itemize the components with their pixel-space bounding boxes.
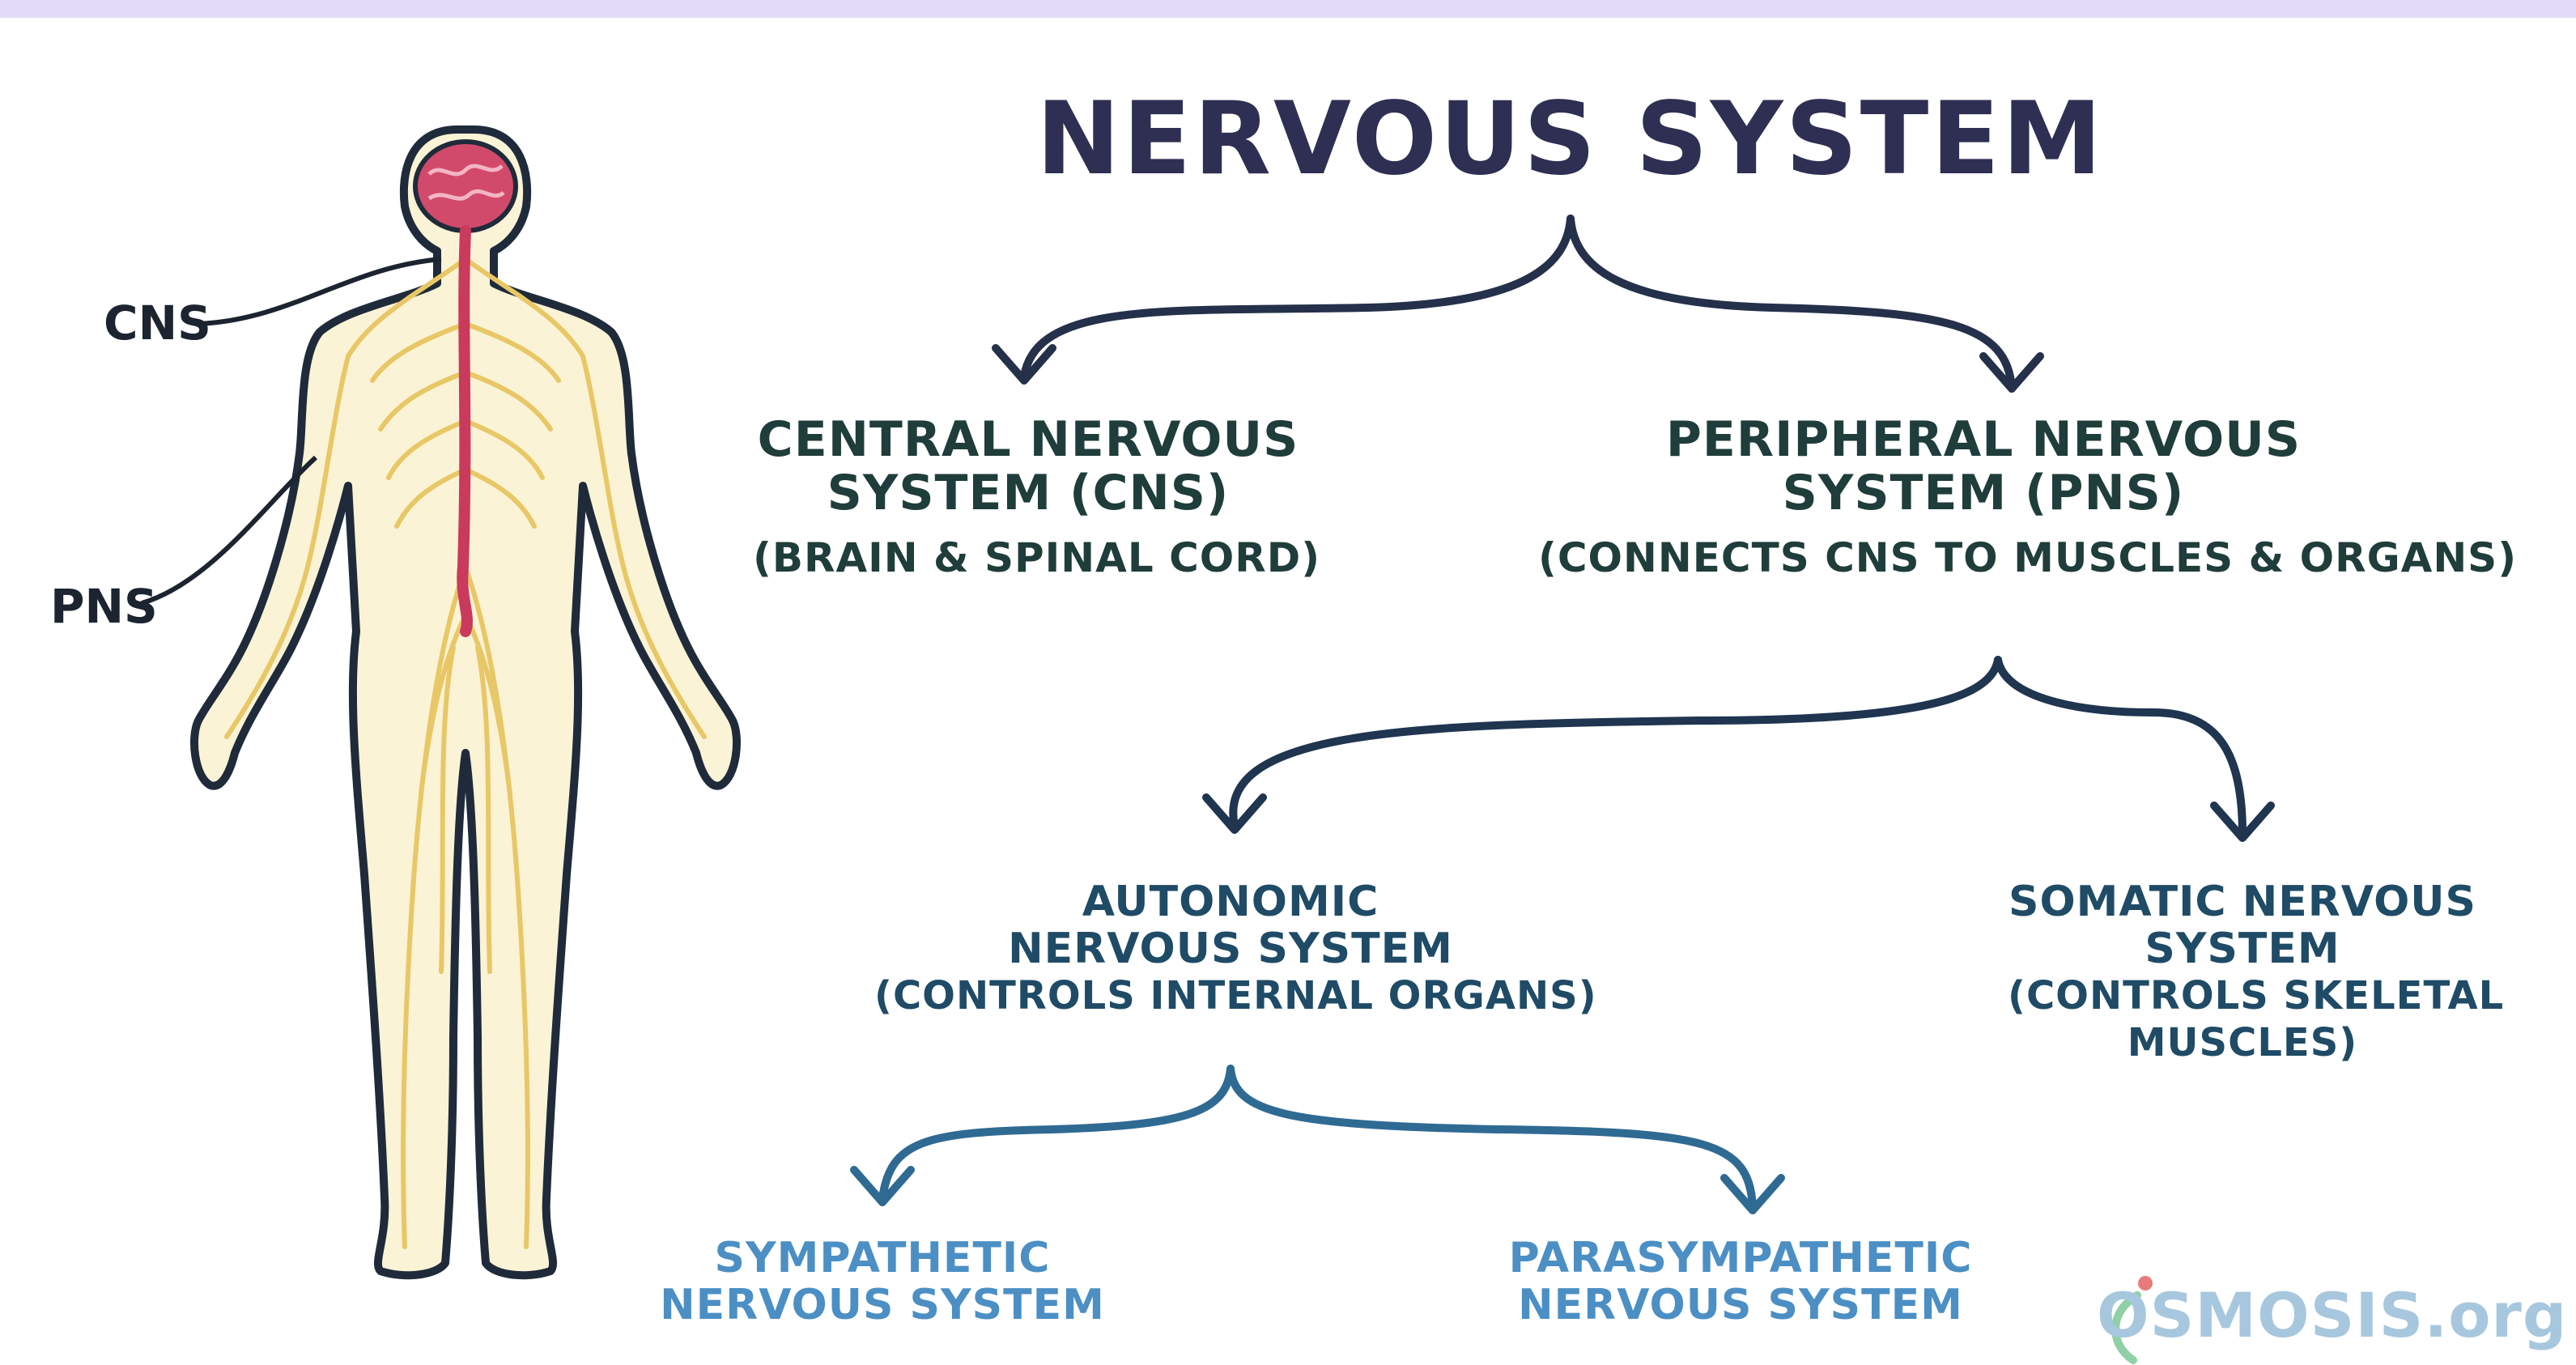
diagram-title: NERVOUS SYSTEM bbox=[1036, 81, 2040, 198]
cns-description: (BRAIN & SPINAL CORD) bbox=[753, 531, 1303, 585]
sympathetic-box: SYMPATHETIC NERVOUS SYSTEM bbox=[648, 1235, 1117, 1329]
autonomic-brace-arrow bbox=[854, 1069, 1781, 1210]
parasympathetic-line2: NERVOUS SYSTEM bbox=[1506, 1282, 1975, 1329]
autonomic-name-line2: NERVOUS SYSTEM bbox=[874, 925, 1587, 972]
somatic-box: SOMATIC NERVOUS SYSTEM (CONTROLS SKELETA… bbox=[2008, 878, 2477, 1066]
somatic-description-line2: MUSCLES) bbox=[2008, 1019, 2477, 1066]
pns-name-line1: PERIPHERAL NERVOUS bbox=[1538, 413, 2429, 466]
autonomic-description: (CONTROLS INTERNAL ORGANS) bbox=[874, 972, 1587, 1019]
title-brace-arrow bbox=[996, 219, 2040, 389]
cns-box: CENTRAL NERVOUS SYSTEM (CNS) (BRAIN & SP… bbox=[753, 413, 1303, 585]
osmosis-brand: OSMOSIS.org bbox=[2097, 1279, 2567, 1351]
cns-name-line2: SYSTEM (CNS) bbox=[753, 466, 1303, 520]
sympathetic-line2: NERVOUS SYSTEM bbox=[648, 1282, 1117, 1329]
pns-box: PERIPHERAL NERVOUS SYSTEM (PNS) (CONNECT… bbox=[1538, 413, 2429, 585]
somatic-name-line1: SOMATIC NERVOUS bbox=[2008, 878, 2477, 925]
pns-side-label: PNS bbox=[50, 579, 158, 634]
somatic-name-line2: SYSTEM bbox=[2008, 925, 2477, 972]
autonomic-box: AUTONOMIC NERVOUS SYSTEM (CONTROLS INTER… bbox=[874, 878, 1587, 1019]
autonomic-name-line1: AUTONOMIC bbox=[874, 878, 1587, 925]
pns-brace-arrow bbox=[1206, 660, 2271, 838]
somatic-description-line1: (CONTROLS SKELETAL bbox=[2008, 972, 2477, 1019]
spinal-cord bbox=[462, 231, 467, 631]
cns-name-line1: CENTRAL NERVOUS bbox=[753, 413, 1303, 466]
parasympathetic-line1: PARASYMPATHETIC bbox=[1506, 1235, 1975, 1282]
cns-side-label: CNS bbox=[104, 296, 211, 351]
pns-name-line2: SYSTEM (PNS) bbox=[1538, 466, 2429, 520]
parasympathetic-box: PARASYMPATHETIC NERVOUS SYSTEM bbox=[1506, 1235, 1975, 1329]
brain-icon bbox=[415, 142, 516, 231]
sympathetic-line1: SYMPATHETIC bbox=[648, 1235, 1117, 1282]
pns-description: (CONNECTS CNS TO MUSCLES & ORGANS) bbox=[1538, 531, 2429, 585]
